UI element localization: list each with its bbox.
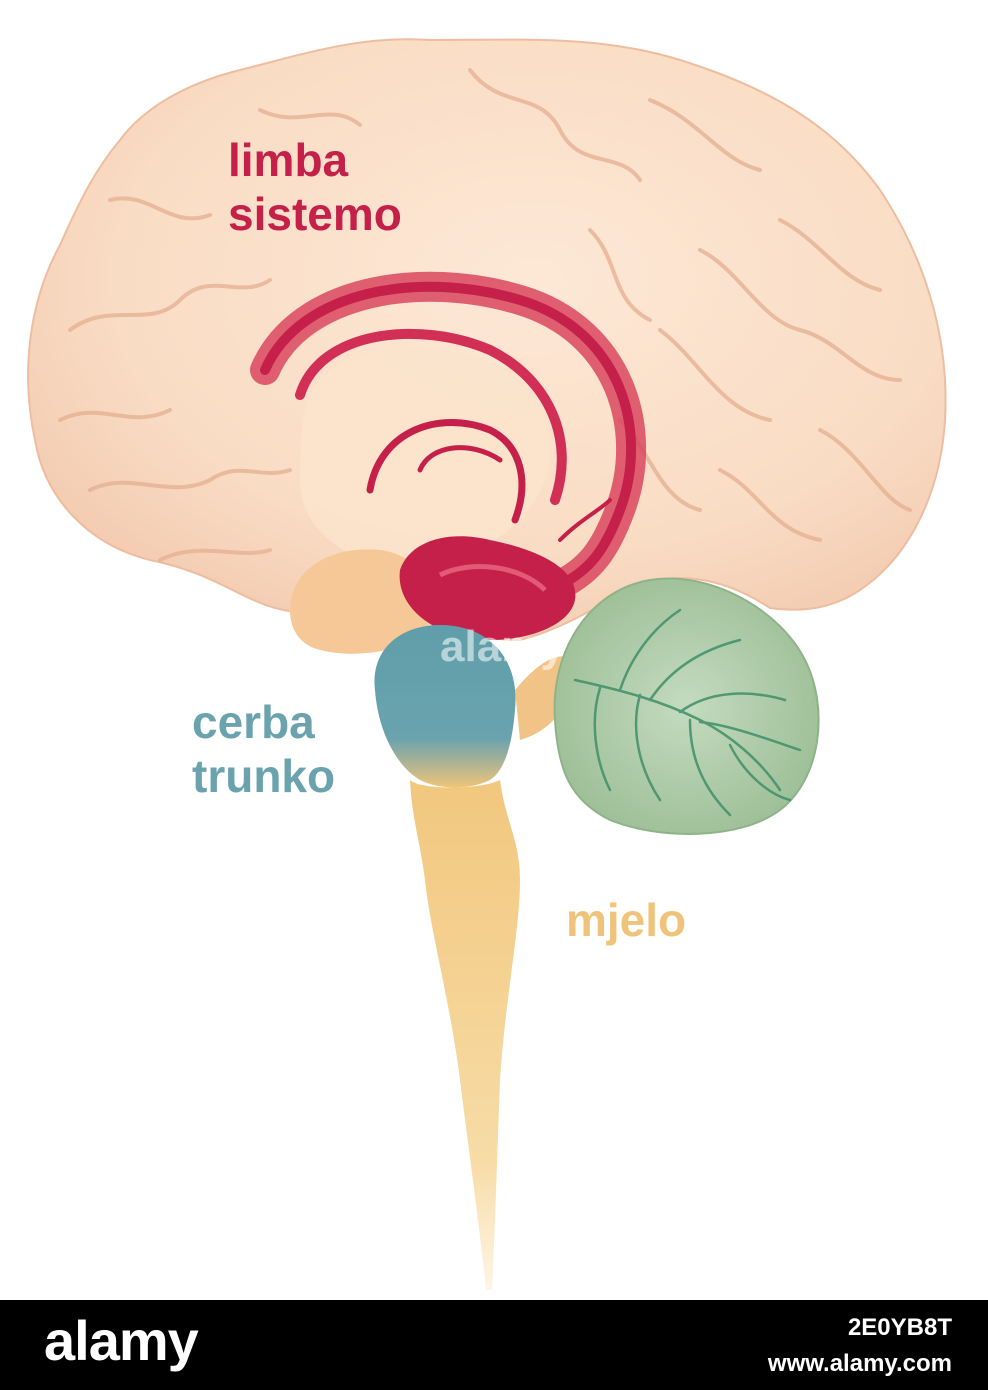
footer-url: www.alamy.com (768, 1350, 952, 1378)
footer-image-id: 2E0YB8T (848, 1314, 952, 1342)
spinal-cord (410, 780, 520, 1290)
footer-logo: alamy (44, 1308, 198, 1373)
limbic-label-line1: limba (228, 133, 402, 187)
brainstem-label-line1: cerba (192, 695, 335, 749)
brainstem-label-line2: trunko (192, 749, 335, 803)
spinal-label-text: mjelo (566, 893, 686, 947)
limbic-label-line2: sistemo (228, 187, 402, 241)
watermark-center: alamy (440, 622, 565, 672)
brainstem-label: cerba trunko (192, 695, 335, 803)
limbic-system-label: limba sistemo (228, 133, 402, 241)
spinal-cord-label: mjelo (566, 893, 686, 947)
watermark-footer: alamy 2E0YB8T www.alamy.com (0, 1300, 988, 1390)
